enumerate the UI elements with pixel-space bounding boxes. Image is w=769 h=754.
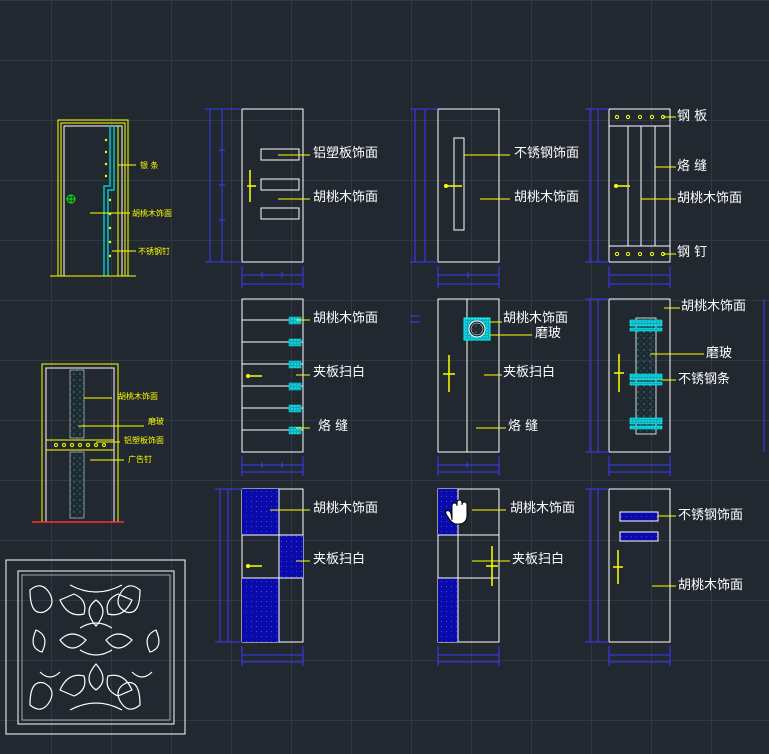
label-walnut: 胡桃木饰面 [678,578,743,593]
label-walnut: 胡桃木饰面 [118,391,158,401]
label-walnut: 胡桃木饰面 [313,501,378,516]
label-seam: 烙 缝 [318,418,348,434]
small-door-elevation-1[interactable]: 银 条 胡桃木饰面 不锈钢钉 [50,119,172,277]
door-elevation-8[interactable]: 胡桃木饰面 夹板扫白 [437,488,575,666]
label-frosted-glass: 磨玻 [148,416,164,426]
label-walnut: 胡桃木饰面 [313,311,378,326]
label-ad-nail: 广告钉 [128,454,152,464]
label-aluminum: 铝塑板饰面 [313,146,378,161]
door-elevation-1[interactable]: 铝塑板饰面 胡桃木饰面 [205,108,378,288]
door-elevation-9[interactable]: 不锈钢饰面 胡桃木饰面 [585,488,743,666]
label-walnut: 胡桃木饰面 [132,208,172,218]
label-steel-nail: 钢 钉 [677,245,707,260]
door-elevation-5[interactable]: 胡桃木饰面 磨玻 夹板扫白 烙 缝 [437,298,568,476]
small-door-elevation-2[interactable]: 胡桃木饰面 磨玻 铝塑板饰面 广告钉 [32,363,164,523]
label-seam: 烙 缝 [677,158,707,174]
door-elevation-4[interactable]: 胡桃木饰面 夹板扫白 烙 缝 [241,298,420,476]
label-stainless-strip: 不锈钢条 [678,371,730,387]
label-walnut: 胡桃木饰面 [677,191,742,206]
label-walnut: 胡桃木饰面 [313,190,378,205]
label-plywood: 夹板扫白 [503,364,555,380]
label-frosted-glass: 磨玻 [535,326,561,341]
label-steel-nail: 不锈钢钉 [138,246,170,256]
label-walnut: 胡桃木饰面 [514,190,579,205]
label-plywood: 夹板扫白 [512,551,564,567]
hand-cursor-icon [445,499,468,525]
label-seam: 烙 缝 [508,418,538,434]
door-elevation-2[interactable]: 不锈钢饰面 胡桃木饰面 [410,108,579,288]
label-aluminum: 铝塑板饰面 [124,435,164,445]
label-walnut: 胡桃木饰面 [510,501,575,516]
ornamental-lattice-panel[interactable] [5,559,186,735]
label-silver-strip: 银 条 [140,160,159,170]
label-stainless: 不锈钢饰面 [514,146,579,161]
label-plywood: 夹板扫白 [313,364,365,380]
label-frosted-glass: 磨玻 [706,346,732,361]
label-walnut: 胡桃木饰面 [681,299,746,314]
label-steel-plate: 钢 板 [677,109,707,124]
door-elevation-3[interactable]: 钢 板 烙 缝 胡桃木饰面 钢 钉 [585,108,742,288]
label-stainless: 不锈钢饰面 [678,508,743,523]
label-plywood: 夹板扫白 [313,551,365,567]
door-elevation-6[interactable]: 胡桃木饰面 磨玻 不锈钢条 [585,298,765,476]
door-elevation-7[interactable]: 胡桃木饰面 夹板扫白 [215,488,378,666]
label-walnut: 胡桃木饰面 [503,311,568,326]
